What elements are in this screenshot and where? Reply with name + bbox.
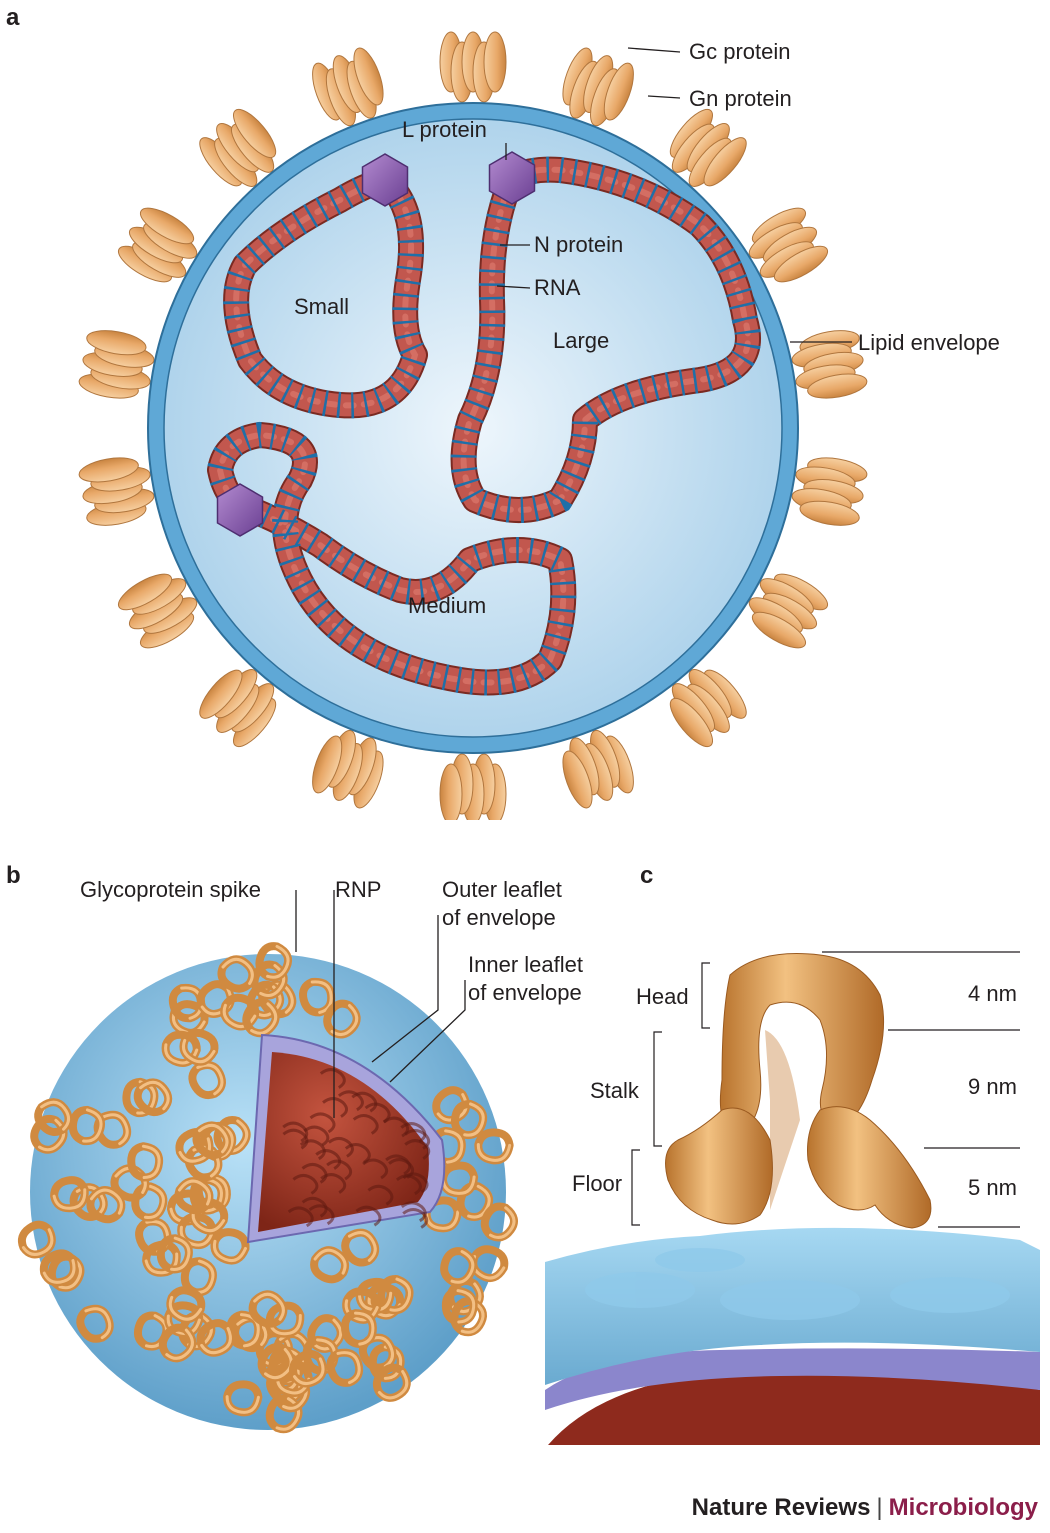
rnp-segments [206, 156, 761, 696]
head-size-label: 4 nm [968, 981, 1017, 1006]
outer-leaflet-label-1: Outer leaflet [442, 877, 562, 902]
medium-segment-label: Medium [408, 593, 487, 618]
l-protein [488, 151, 536, 205]
floor-size-label: 5 nm [968, 1175, 1017, 1200]
floor-label: Floor [572, 1171, 623, 1196]
glycoprotein-spike-label: Glycoprotein spike [80, 877, 261, 902]
glycoprotein-spike [669, 669, 747, 748]
glycoprotein-spike [748, 207, 829, 283]
inner-leaflet-label-2: of envelope [468, 980, 582, 1005]
panel-c-letter: c [640, 862, 654, 889]
glycoprotein-spike [117, 207, 198, 283]
glycoprotein-spike [312, 47, 384, 127]
glycoprotein-spike [312, 729, 384, 809]
credit-separator: | [876, 1494, 883, 1521]
gn-protein-label: Gn protein [689, 86, 792, 111]
rnp-density [282, 1068, 431, 1229]
head-label: Head [636, 984, 689, 1009]
panel-a-letter: a [6, 4, 20, 31]
journal-name: Nature Reviews [691, 1494, 871, 1521]
stalk-label: Stalk [590, 1078, 639, 1103]
glycoprotein-spike [78, 457, 155, 526]
small-segment-label: Small [294, 294, 350, 319]
glycoprotein-spike [669, 108, 747, 187]
glycoprotein-spike [791, 457, 868, 526]
glycoprotein-spike [562, 729, 634, 809]
gc-protein-label: Gc protein [689, 39, 791, 64]
virion-schematic [78, 31, 868, 820]
rnp-label: RNP [335, 877, 382, 902]
l-protein [216, 483, 264, 537]
glycoprotein-spikes [78, 31, 868, 820]
stalk-size-label: 9 nm [968, 1074, 1017, 1099]
glycoprotein-spike [78, 330, 155, 399]
glycoprotein-spike [199, 108, 277, 187]
large-segment-label: Large [553, 328, 610, 353]
rna-label: RNA [534, 275, 581, 300]
glycoprotein-spike [439, 753, 507, 820]
journal-subject: Microbiology [888, 1494, 1038, 1521]
outer-leaflet-label-2: of envelope [442, 905, 556, 930]
glycoprotein-spike [117, 573, 198, 649]
panel-b-letter: b [6, 862, 21, 889]
glycoprotein-lattice [17, 942, 518, 1434]
glycoprotein-spike [562, 47, 634, 127]
l-proteins [216, 151, 536, 537]
glycoprotein-spike [791, 330, 868, 399]
glycoprotein-spike [439, 31, 507, 103]
n-protein-label: N protein [534, 232, 624, 257]
glycoprotein-spike [748, 573, 829, 649]
l-protein-label: L protein [402, 117, 487, 142]
lipid-envelope-label: Lipid envelope [858, 330, 1000, 355]
inner-leaflet-label-1: Inner leaflet [468, 952, 583, 977]
l-protein [361, 153, 409, 207]
glycoprotein-spike [199, 669, 277, 748]
journal-credit: Nature Reviews|Microbiology [692, 1494, 1038, 1522]
